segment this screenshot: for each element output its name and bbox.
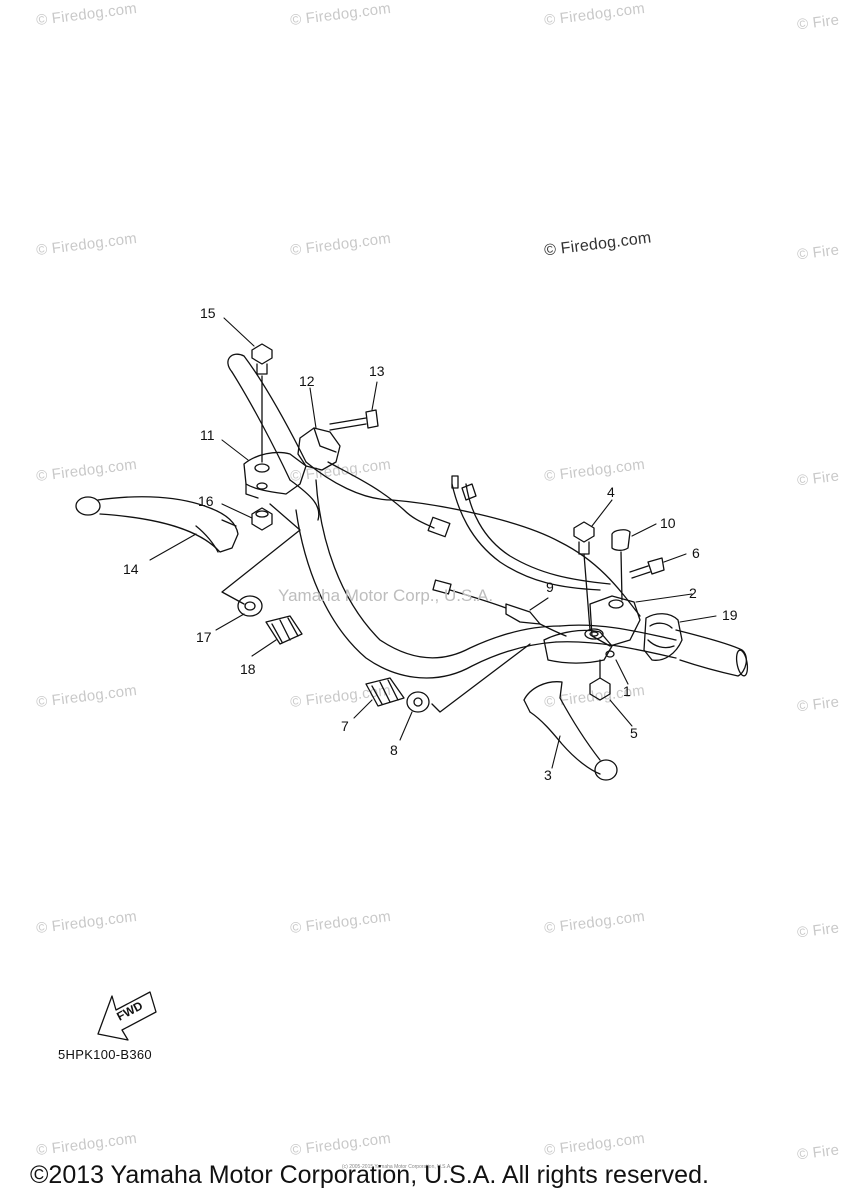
callout-9[interactable]: 9 (546, 579, 554, 595)
locknut-17 (237, 595, 263, 617)
callout-3[interactable]: 3 (544, 767, 552, 783)
callout-11[interactable]: 11 (200, 427, 215, 443)
connector-9 (432, 579, 567, 637)
callout-5[interactable]: 5 (630, 725, 638, 741)
callout-10[interactable]: 10 (660, 515, 676, 531)
callout-17[interactable]: 17 (196, 629, 212, 645)
tiny-copyright: (c) 2005-2015 Yamaha Motor Corporation, … (342, 1164, 452, 1170)
lever-bracket-right (543, 595, 641, 664)
lever-bracket-left (243, 427, 341, 499)
leader-lines (149, 317, 717, 769)
fwd-arrow-icon (97, 991, 157, 1041)
copyright-footer: ©2013 Yamaha Motor Corporation, U.S.A. A… (30, 1161, 709, 1189)
cap-10 (611, 529, 631, 601)
handlebar-tube (227, 353, 749, 679)
assembly-line-right (431, 643, 531, 713)
screw-6 (629, 557, 665, 579)
callout-1[interactable]: 1 (623, 683, 631, 699)
nut-16 (251, 507, 273, 531)
switch-wires (327, 461, 611, 591)
center-watermark: Yamaha Motor Corp., U.S.A. (278, 586, 494, 605)
bolt-4 (573, 521, 595, 631)
callout-7[interactable]: 7 (341, 718, 349, 734)
assembly-line-left (221, 503, 301, 605)
locknut-8 (406, 691, 430, 713)
screw-13 (329, 409, 379, 431)
lever-14 (75, 496, 239, 553)
callout-4[interactable]: 4 (607, 484, 615, 500)
callout-18[interactable]: 18 (240, 661, 256, 677)
callout-15[interactable]: 15 (200, 305, 216, 321)
callout-12[interactable]: 12 (299, 373, 315, 389)
callout-6[interactable]: 6 (692, 545, 700, 561)
bolt-15 (251, 343, 273, 463)
nut-5 (589, 659, 611, 701)
callout-19[interactable]: 19 (722, 607, 738, 623)
clamp-19 (643, 613, 683, 661)
callout-2[interactable]: 2 (689, 585, 697, 601)
callout-16[interactable]: 16 (198, 493, 214, 509)
callout-14[interactable]: 14 (123, 561, 139, 577)
lever-3 (523, 681, 618, 781)
adjuster-7 (365, 677, 405, 707)
callout-8[interactable]: 8 (390, 742, 398, 758)
adjuster-18 (265, 615, 303, 645)
diagram-code: 5HPK100-B360 (58, 1047, 152, 1062)
callout-13[interactable]: 13 (369, 363, 385, 379)
